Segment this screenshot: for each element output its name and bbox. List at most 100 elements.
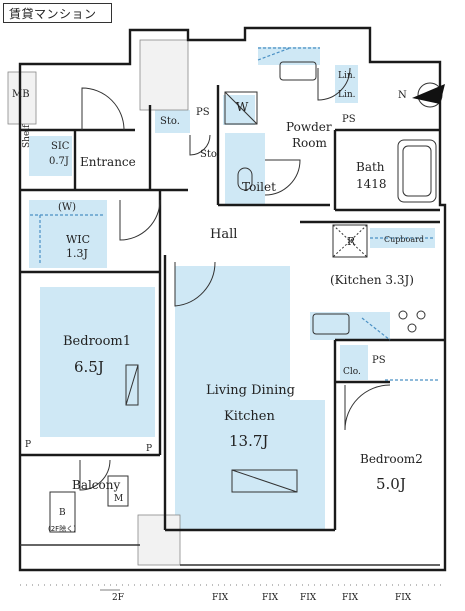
shaft-lower: [137, 514, 181, 566]
label-clo: Clo.: [343, 367, 361, 377]
ldk-fill: [175, 266, 290, 401]
details: [20, 61, 440, 566]
door-entrance[interactable]: [81, 87, 125, 131]
ldk-fill-lower: [175, 400, 325, 530]
label-mb: MB: [12, 89, 30, 100]
kitchen-sink: [312, 313, 350, 335]
label-north: N: [398, 90, 407, 101]
header-title: 賃貸マンション: [9, 7, 97, 21]
bedroom1-ac: [125, 364, 139, 406]
label-shelf: Shelf: [22, 124, 32, 149]
label-bath-1: Bath: [356, 160, 385, 174]
door-powder[interactable]: [317, 67, 351, 101]
label-w-paren: (W): [58, 202, 77, 213]
door-bedroom1[interactable]: [119, 199, 161, 241]
label-p-right: P: [146, 444, 153, 454]
label-sic-2: 0.7J: [49, 156, 69, 167]
doors: [79, 67, 391, 491]
fridge-box: [332, 224, 368, 258]
clo-fill: [340, 345, 368, 380]
bedroom1-fill: [40, 287, 155, 437]
label-toilet: Toilet: [242, 180, 276, 194]
label-kitchen: (Kitchen 3.3J): [330, 273, 414, 287]
door-ldk[interactable]: [174, 261, 216, 307]
stove-1: [398, 310, 408, 320]
label-lin-2: Lin.: [338, 90, 356, 100]
door-bedroom2[interactable]: [344, 384, 391, 431]
label-fix-2: FIX: [262, 593, 279, 603]
header-box: 賃貸マンション: [3, 3, 112, 23]
sic-fill: [29, 136, 72, 176]
bedroom1-ac-diag: [125, 364, 139, 406]
toilet-fixture: [237, 167, 253, 191]
label-fix-3: FIX: [300, 593, 317, 603]
label-sto-upper: Sto.: [160, 116, 180, 127]
label-powder-1: Powder: [286, 120, 332, 134]
balcony-unit-m: [107, 475, 129, 507]
label-lin-1: Lin.: [338, 71, 356, 81]
exterior-marks: [20, 584, 445, 591]
label-ps-bedroom2: PS: [372, 355, 386, 366]
door-sto-lower[interactable]: [189, 134, 211, 156]
shaft-upper: [139, 39, 189, 111]
label-sto-lower: Sto.: [200, 149, 220, 160]
north-arrow-icon: [412, 84, 445, 104]
label-balcony-b: B: [59, 508, 66, 518]
label-ldk-2: Kitchen: [224, 409, 275, 424]
lin-fill: [335, 65, 358, 103]
label-entrance: Entrance: [80, 155, 136, 169]
label-ldk-3: 13.7J: [229, 432, 269, 450]
dashed-lines: [30, 47, 440, 381]
stove-2: [416, 310, 426, 320]
label-balcony: Balcony: [72, 478, 121, 492]
washer-box: [224, 91, 258, 125]
bathtub: [397, 139, 437, 203]
label-balcony-note: (2F除く): [48, 525, 76, 533]
balcony-unit-b: [49, 491, 76, 533]
label-wic-2: 1.3J: [66, 247, 88, 260]
label-r: R: [347, 235, 356, 248]
label-bedroom1-2: 6.5J: [74, 358, 104, 376]
door-balcony[interactable]: [79, 459, 111, 491]
label-floor-2f: 2F: [112, 593, 124, 603]
label-wic-1: WIC: [66, 233, 91, 246]
washer-diag: [224, 91, 258, 125]
sto-fill: [155, 110, 190, 133]
walls: [18, 26, 447, 572]
shafts: [7, 39, 189, 566]
label-bath-2: 1418: [356, 177, 387, 191]
door-toilet[interactable]: [264, 159, 301, 196]
ldk-ac-diag: [231, 469, 298, 493]
label-fix-4: FIX: [342, 593, 359, 603]
ldk-ac: [231, 469, 298, 493]
toilet-fill: [225, 133, 265, 205]
label-balcony-m: M: [114, 494, 124, 504]
label-fix-5: FIX: [395, 593, 412, 603]
label-hall: Hall: [210, 227, 238, 242]
outer-wall: [18, 26, 447, 572]
label-p-left: P: [25, 440, 32, 450]
kitchen-counter-fill: [310, 312, 390, 340]
north-arrow: [412, 82, 445, 108]
label-bedroom1-1: Bedroom1: [63, 334, 132, 349]
powder-dash-2: [257, 47, 291, 61]
label-powder-2: Room: [292, 136, 327, 150]
label-w-closet: W: [236, 100, 249, 114]
mb-box: [7, 71, 37, 125]
powder-sink: [279, 61, 317, 81]
room-fills: [29, 47, 435, 530]
powder-sink-fill: [258, 47, 320, 65]
label-bedroom2-1: Bedroom2: [360, 452, 423, 466]
wic-fill: [29, 200, 107, 268]
label-ldk-1: Living Dining: [206, 383, 295, 398]
label-bedroom2-2: 5.0J: [376, 475, 406, 493]
label-fix-1: FIX: [212, 593, 229, 603]
label-ps-upper: PS: [196, 107, 210, 118]
label-sic-1: SIC: [51, 141, 70, 152]
kitchen-upper-dash: [361, 317, 391, 341]
stove-3: [407, 323, 417, 333]
bathtub-inner: [402, 145, 432, 197]
label-ps-right: PS: [342, 114, 356, 125]
w-closet-fill: [223, 95, 255, 125]
